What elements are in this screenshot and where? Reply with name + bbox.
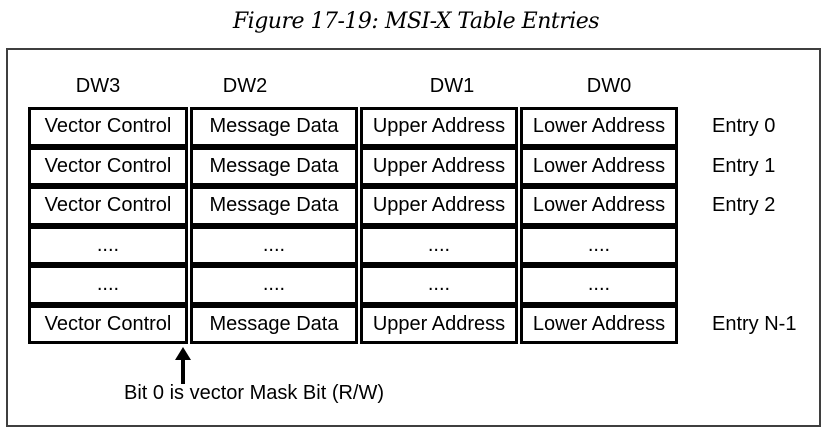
table-cell: Lower Address [520,146,678,186]
table-cell: Upper Address [360,304,518,344]
table-cell: Upper Address [360,107,518,147]
table-cell: .... [520,225,678,265]
table-cell: Lower Address [520,186,678,226]
column-header-dw2: DW2 [222,75,268,97]
table-cell: Vector Control [28,186,188,226]
table-cell: Upper Address [360,186,518,226]
column-header-dw3: DW3 [75,75,121,97]
table-cell: Upper Address [360,146,518,186]
entry-label: Entry N-1 [712,312,797,335]
table-cell: Lower Address [520,107,678,147]
table-cell: Message Data [190,304,358,344]
column-header-dw1: DW1 [429,75,475,97]
up-arrow-shaft [181,358,185,384]
entry-label [712,226,796,266]
table-cell: .... [28,265,188,305]
table-cell: Message Data [190,107,358,147]
table-cell: Message Data [190,186,358,226]
entry-labels: Entry 0 Entry 1 Entry 2 Entry N-1 [712,107,796,344]
table-cell: .... [190,225,358,265]
table-cell: .... [360,265,518,305]
entry-label: Entry 1 [712,154,776,177]
table-cell: Vector Control [28,146,188,186]
entry-label: Entry 2 [712,194,776,217]
msix-table: Vector Control Message Data Upper Addres… [28,107,678,344]
entry-label: Entry 0 [712,115,776,138]
column-header-dw0: DW0 [586,75,632,97]
table-cell: Lower Address [520,304,678,344]
table-cell: .... [360,225,518,265]
table-cell: .... [190,265,358,305]
up-arrow-icon [175,347,191,384]
table-cell: .... [28,225,188,265]
table-cell: .... [520,265,678,305]
mask-bit-caption: Bit 0 is vector Mask Bit (R/W) [124,382,385,404]
table-cell: Message Data [190,146,358,186]
up-arrow-head [175,347,191,360]
table-cell: Vector Control [28,304,188,344]
entry-label [712,265,796,305]
table-cell: Vector Control [28,107,188,147]
figure-title: Figure 17-19: MSI-X Table Entries [232,9,600,34]
